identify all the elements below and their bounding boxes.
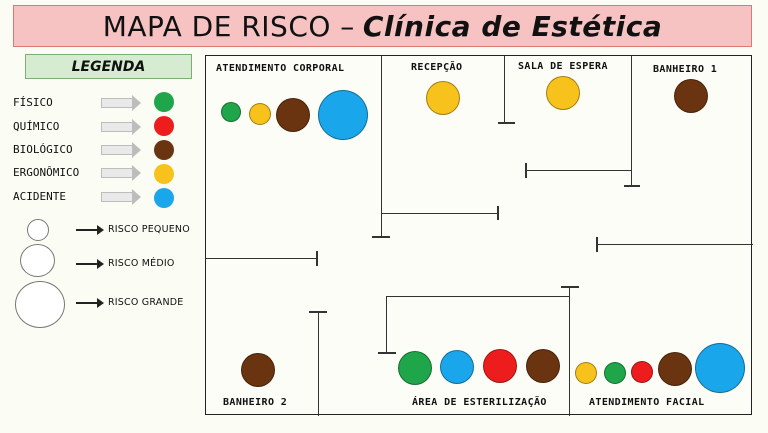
legend-label-ergonomico: ERGONÔMICO <box>13 166 80 179</box>
risk-marker <box>604 362 626 384</box>
legend-dot-acidente <box>154 188 174 208</box>
risk-marker <box>483 349 517 383</box>
risk-marker <box>674 79 708 113</box>
legend-dot-biologico <box>154 140 174 160</box>
floor-plan: ATENDIMENTO CORPORAL RECEPÇÃO SALA DE ES… <box>205 55 753 416</box>
legend-label-quimico: QUÍMICO <box>13 120 60 133</box>
legend-label-biologico: BIOLÓGICO <box>13 143 73 156</box>
room-sala-espera: SALA DE ESPERA <box>518 61 608 72</box>
room-banheiro-2: BANHEIRO 2 <box>223 397 288 408</box>
legend-header: LEGENDA <box>25 54 192 79</box>
room-atendimento-corporal: ATENDIMENTO CORPORAL <box>216 63 345 74</box>
room-atendimento-facial: ATENDIMENTO FACIAL <box>589 397 705 408</box>
risk-marker <box>440 350 474 384</box>
size-small-circle <box>27 219 49 241</box>
risk-marker <box>276 98 310 132</box>
risk-marker <box>221 102 241 122</box>
legend-dot-quimico <box>154 116 174 136</box>
page-title: MAPA DE RISCO – Clínica de Estética <box>13 5 752 47</box>
legend-label-fisico: FÍSICO <box>13 96 53 109</box>
risk-marker <box>249 103 271 125</box>
size-medium-circle <box>20 244 55 277</box>
size-label-medium: RISCO MÉDIO <box>108 258 175 269</box>
size-label-large: RISCO GRANDE <box>108 297 184 308</box>
legend-dot-fisico <box>154 92 174 112</box>
room-banheiro-1: BANHEIRO 1 <box>653 64 718 75</box>
risk-marker <box>631 361 653 383</box>
risk-marker <box>575 362 597 384</box>
size-label-small: RISCO PEQUENO <box>108 224 190 235</box>
size-large-circle <box>15 281 65 328</box>
risk-marker <box>318 90 368 140</box>
risk-marker <box>426 81 460 115</box>
risk-marker <box>241 353 275 387</box>
risk-marker <box>695 343 745 393</box>
risk-marker <box>398 351 432 385</box>
title-main: MAPA DE RISCO – <box>102 9 355 43</box>
size-arrow-icon <box>76 225 104 235</box>
room-area-esterilizacao: ÁREA DE ESTERILIZAÇÃO <box>412 397 547 408</box>
risk-marker <box>546 76 580 110</box>
legend-dot-ergonomico <box>154 164 174 184</box>
size-arrow-icon <box>76 259 104 269</box>
size-arrow-icon <box>76 298 104 308</box>
risk-marker <box>526 349 560 383</box>
title-italic: Clínica de Estética <box>362 9 663 43</box>
room-recepcao: RECEPÇÃO <box>411 62 463 73</box>
legend-label-acidente: ACIDENTE <box>13 190 66 203</box>
risk-marker <box>658 352 692 386</box>
